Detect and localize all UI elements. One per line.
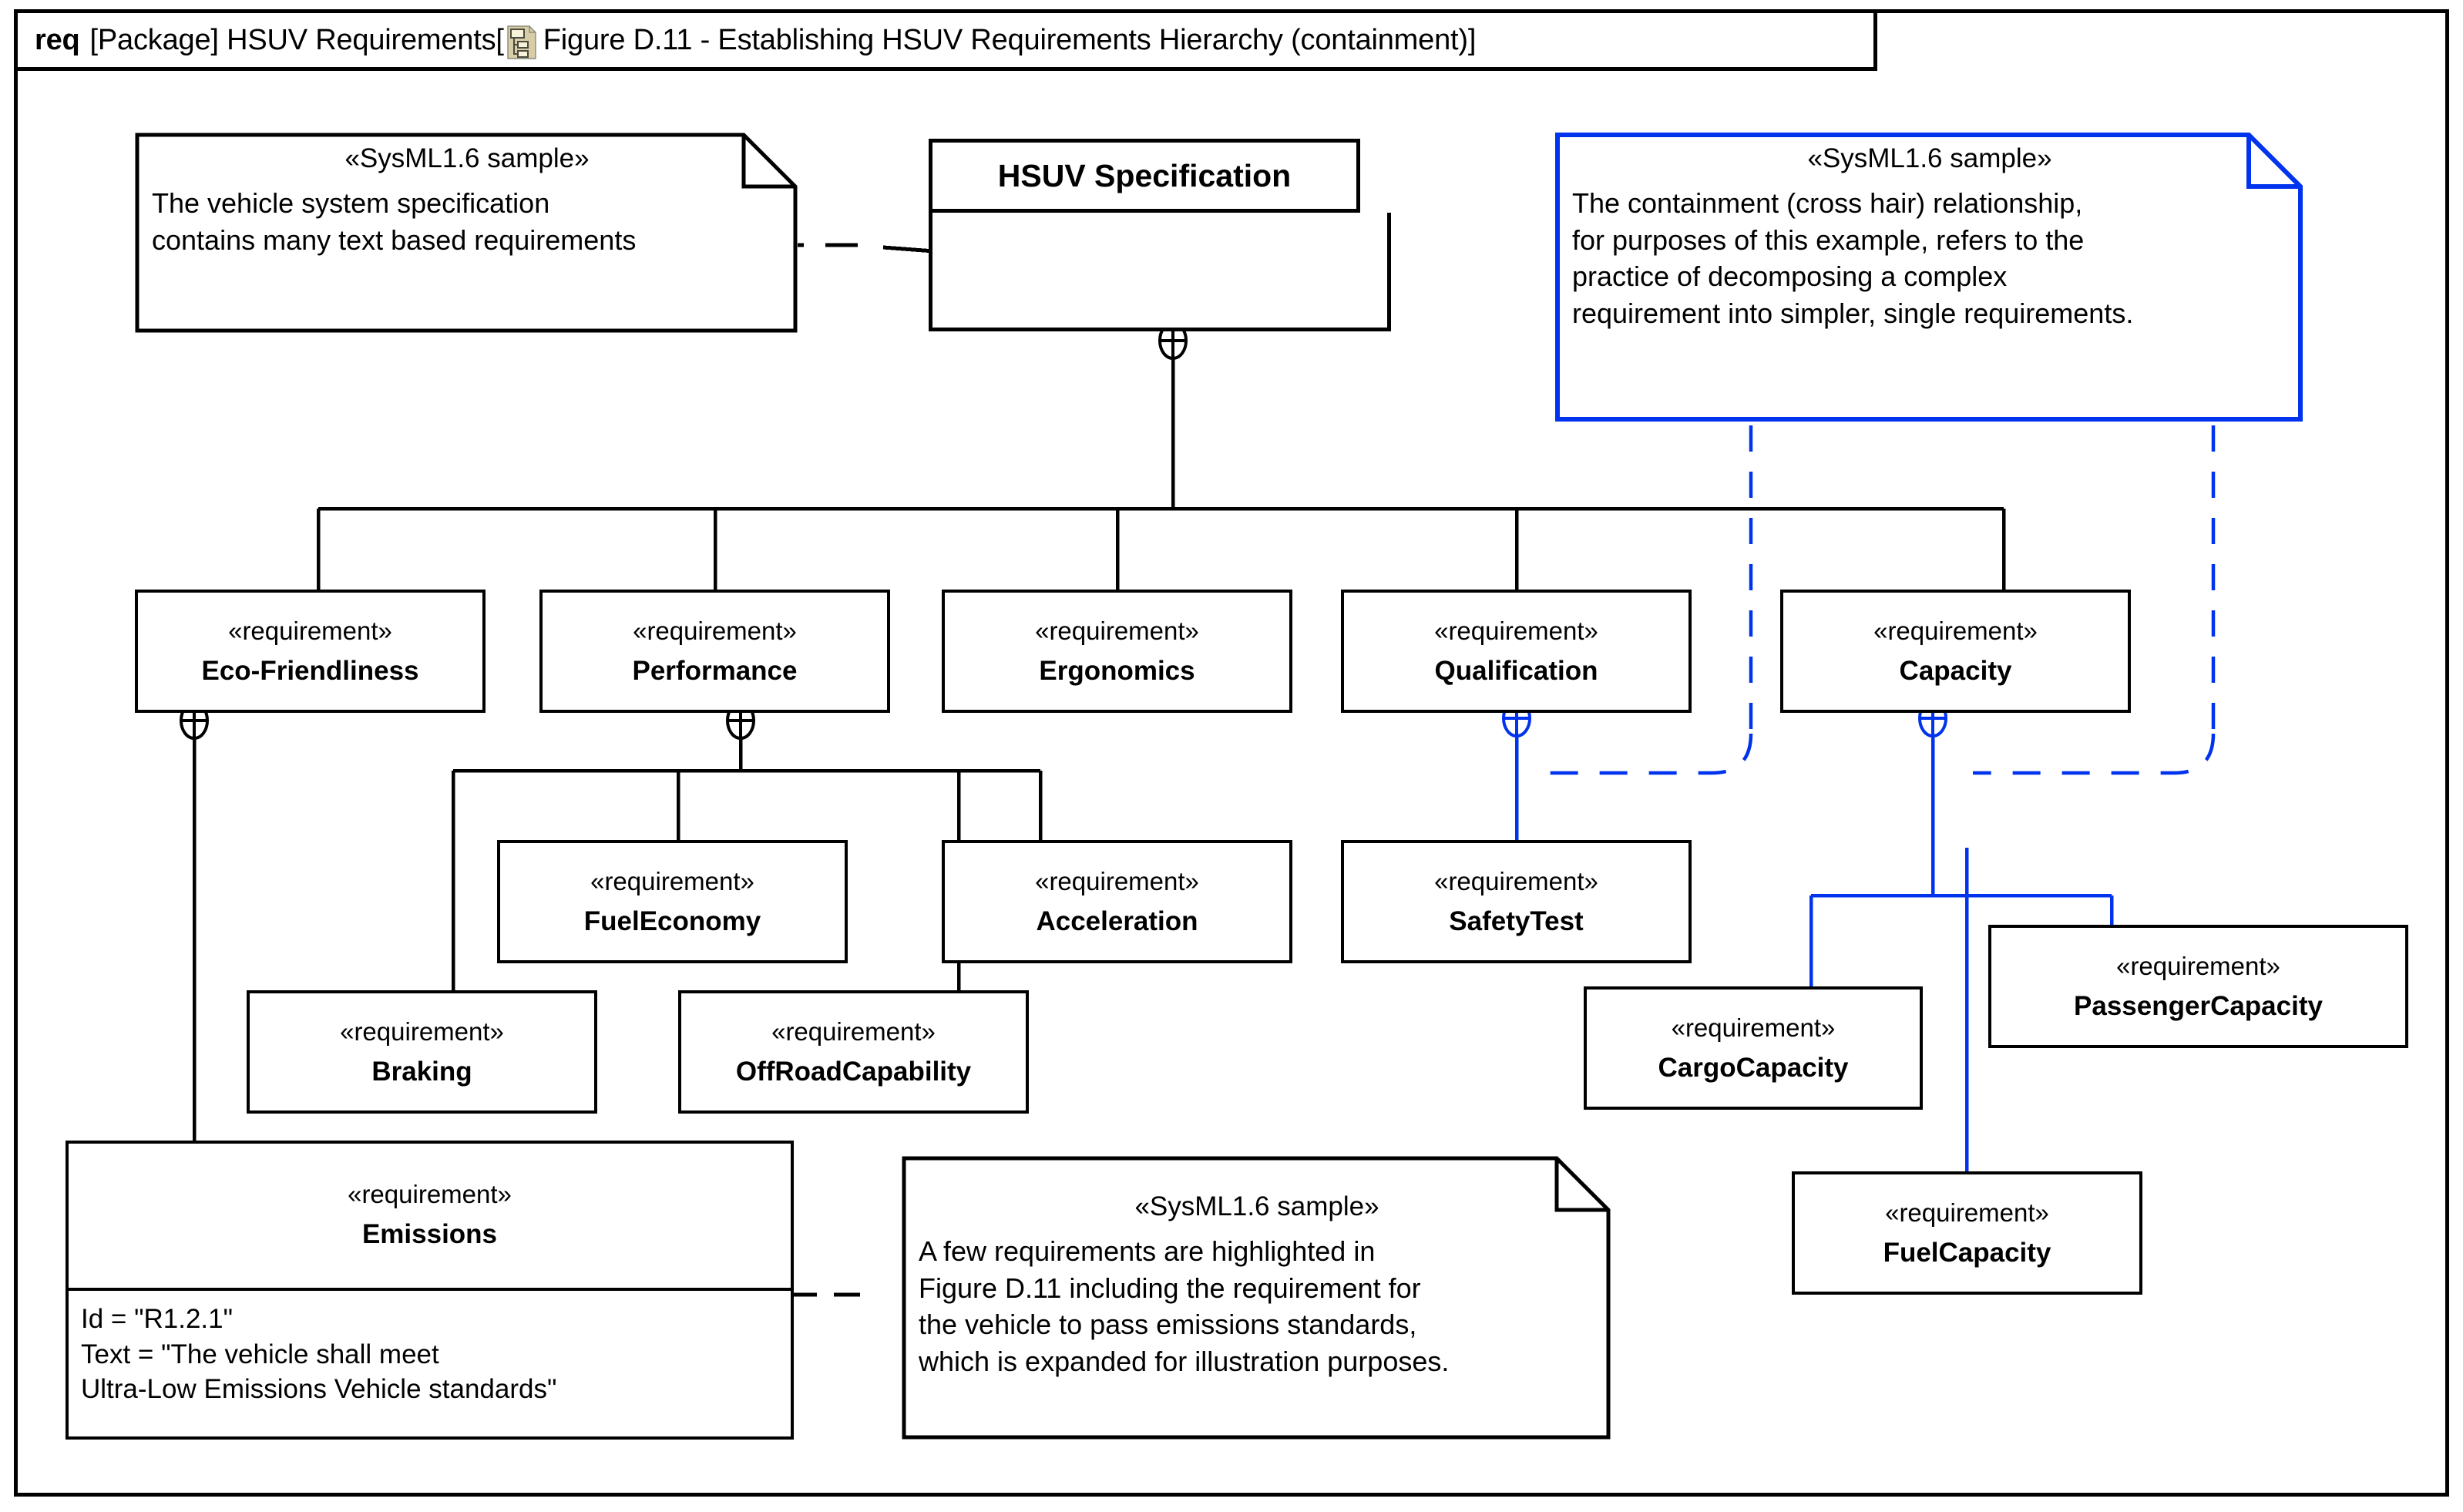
- requirement-braking-stereotype: «requirement»: [340, 1017, 504, 1046]
- requirement-emissions-divider: [69, 1288, 791, 1291]
- requirement-performance-name: Performance: [632, 656, 798, 686]
- diagram-title: Figure D.11 - Establishing HSUV Requirem…: [543, 23, 1468, 56]
- requirement-ergonomics-name: Ergonomics: [1039, 656, 1195, 686]
- requirement-passengercapacity-name: PassengerCapacity: [2074, 991, 2323, 1021]
- requirement-emissions-prop-text2: Ultra-Low Emissions Vehicle standards": [81, 1374, 557, 1404]
- note-spec-line-1: The vehicle system specification: [152, 187, 550, 219]
- requirement-offroadcapability-stereotype: «requirement»: [771, 1017, 936, 1046]
- requirement-fueleconomy-name: FuelEconomy: [583, 906, 761, 936]
- note-spec-line-2: contains many text based requirements: [152, 223, 637, 256]
- requirement-capacity-name: Capacity: [1899, 656, 2012, 686]
- diagram-title-close-bracket: ]: [1467, 23, 1477, 56]
- block-hsuv-specification-compartment: [929, 213, 1391, 331]
- requirement-acceleration-stereotype: «requirement»: [1035, 867, 1199, 895]
- diagram-kind-label: req: [35, 23, 80, 56]
- requirement-fuelcapacity[interactable]: «requirement» FuelCapacity: [1792, 1171, 2142, 1295]
- requirement-emissions-prop-text1: Text = "The vehicle shall meet: [81, 1339, 439, 1369]
- note-emissions-line-2: Figure D.11 including the requirement fo…: [919, 1272, 1421, 1304]
- note-spec-stereotype: «SysML1.6 sample»: [344, 143, 590, 173]
- diagram-package-label: [Package] HSUV Requirements[: [89, 23, 504, 56]
- requirement-emissions-prop-id: Id = "R1.2.1": [81, 1304, 234, 1334]
- note-containment-line-3: practice of decomposing a complex: [1572, 260, 2008, 293]
- block-hsuv-specification[interactable]: HSUV Specification: [929, 139, 1360, 213]
- requirement-braking[interactable]: «requirement» Braking: [247, 990, 597, 1114]
- requirement-braking-name: Braking: [371, 1057, 472, 1087]
- note-emissions-line-4: which is expanded for illustration purpo…: [919, 1345, 1450, 1377]
- requirement-emissions[interactable]: «requirement» Emissions Id = "R1.2.1" Te…: [66, 1141, 794, 1440]
- requirement-qualification[interactable]: «requirement» Qualification: [1341, 590, 1692, 713]
- requirement-cargocapacity[interactable]: «requirement» CargoCapacity: [1584, 986, 1923, 1110]
- requirement-cargocapacity-stereotype: «requirement»: [1671, 1013, 1836, 1042]
- requirement-fuelcapacity-name: FuelCapacity: [1883, 1238, 2051, 1268]
- requirement-qualification-name: Qualification: [1434, 656, 1598, 686]
- requirement-performance-stereotype: «requirement»: [633, 617, 797, 645]
- requirement-fuelcapacity-stereotype: «requirement»: [1885, 1198, 2049, 1227]
- diagram-frame-header: req [Package] HSUV Requirements[ Figure …: [14, 9, 1877, 71]
- block-hsuv-specification-title: HSUV Specification: [997, 157, 1292, 193]
- requirement-offroadcapability[interactable]: «requirement» OffRoadCapability: [678, 990, 1029, 1114]
- requirement-safetytest-name: SafetyTest: [1449, 906, 1584, 936]
- requirement-qualification-stereotype: «requirement»: [1434, 617, 1598, 645]
- requirement-offroadcapability-name: OffRoadCapability: [735, 1057, 972, 1087]
- requirement-ergonomics[interactable]: «requirement» Ergonomics: [942, 590, 1292, 713]
- requirement-acceleration-name: Acceleration: [1036, 906, 1198, 936]
- requirement-safetytest[interactable]: «requirement» SafetyTest: [1341, 840, 1692, 963]
- requirement-fueleconomy[interactable]: «requirement» FuelEconomy: [497, 840, 848, 963]
- requirement-safetytest-stereotype: «requirement»: [1434, 867, 1598, 895]
- requirement-passengercapacity-stereotype: «requirement»: [2116, 952, 2280, 980]
- requirement-passengercapacity[interactable]: «requirement» PassengerCapacity: [1988, 925, 2408, 1048]
- note-containment: «SysML1.6 sample» The containment (cross…: [1555, 133, 2303, 422]
- requirement-eco-friendliness[interactable]: «requirement» Eco-Friendliness: [135, 590, 486, 713]
- requirement-emissions-stereotype: «requirement»: [348, 1179, 512, 1208]
- note-containment-line-2: for purposes of this example, refers to …: [1572, 223, 2085, 256]
- requirement-ergonomics-stereotype: «requirement»: [1035, 617, 1199, 645]
- note-containment-stereotype: «SysML1.6 sample»: [1807, 143, 2052, 173]
- note-emissions-stereotype: «SysML1.6 sample»: [1134, 1191, 1379, 1221]
- note-containment-line-4: requirement into simpler, single require…: [1572, 297, 2134, 329]
- requirement-cargocapacity-name: CargoCapacity: [1658, 1053, 1849, 1083]
- requirement-eco-friendliness-stereotype: «requirement»: [228, 617, 392, 645]
- requirement-capacity[interactable]: «requirement» Capacity: [1780, 590, 2131, 713]
- requirement-emissions-name: Emissions: [361, 1218, 498, 1249]
- requirement-emissions-header: «requirement» Emissions: [69, 1144, 791, 1288]
- note-emissions: «SysML1.6 sample» A few requirements are…: [902, 1156, 1611, 1440]
- requirement-eco-friendliness-name: Eco-Friendliness: [201, 656, 419, 686]
- requirement-emissions-properties: Id = "R1.2.1" Text = "The vehicle shall …: [69, 1291, 791, 1420]
- requirement-performance[interactable]: «requirement» Performance: [539, 590, 890, 713]
- note-emissions-line-3: the vehicle to pass emissions standards,: [919, 1309, 1417, 1341]
- requirement-capacity-stereotype: «requirement»: [1873, 617, 2038, 645]
- package-diagram-icon: [507, 25, 536, 59]
- note-containment-line-1: The containment (cross hair) relationshi…: [1572, 187, 2083, 219]
- note-emissions-line-1: A few requirements are highlighted in: [919, 1235, 1376, 1267]
- requirement-fueleconomy-stereotype: «requirement»: [590, 867, 754, 895]
- note-spec: «SysML1.6 sample» The vehicle system spe…: [135, 133, 798, 333]
- requirement-acceleration[interactable]: «requirement» Acceleration: [942, 840, 1292, 963]
